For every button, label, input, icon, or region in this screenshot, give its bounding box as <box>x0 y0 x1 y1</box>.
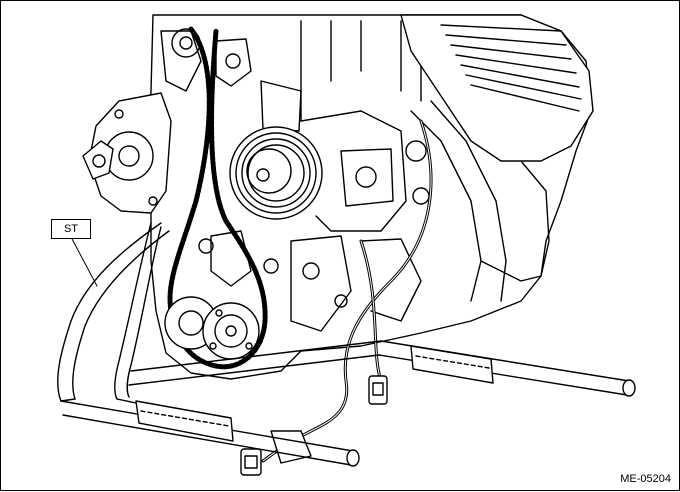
engine-stand <box>57 222 636 467</box>
timing-chain <box>167 26 268 370</box>
callout-leader <box>70 236 98 287</box>
intake-manifold <box>400 14 594 302</box>
water-pump <box>82 92 172 214</box>
callout-st-label: ST <box>51 219 91 239</box>
compressor-pulley <box>229 110 430 232</box>
wiring-harness <box>240 119 433 476</box>
figure-code: ME-05204 <box>620 473 671 485</box>
lower-components <box>198 230 422 332</box>
crank-sprocket <box>164 296 260 360</box>
